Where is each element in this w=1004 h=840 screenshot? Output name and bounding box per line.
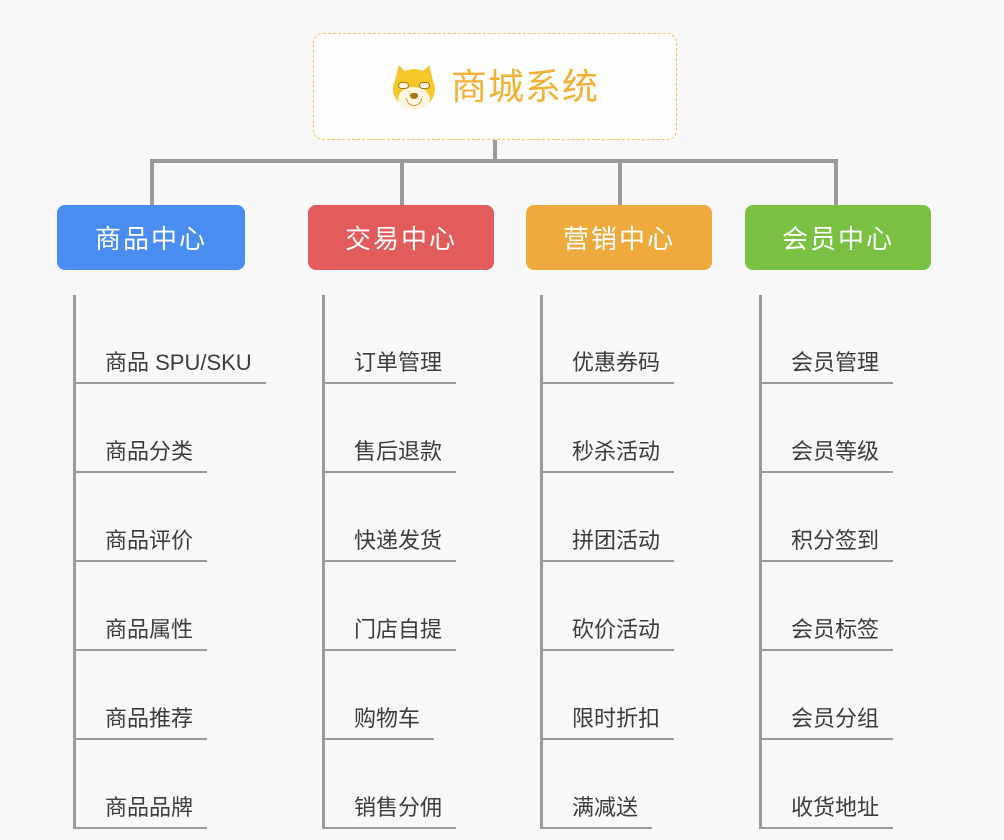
leaf-label: 商品 SPU/SKU	[76, 350, 266, 384]
leaf-label: 售后退款	[325, 439, 457, 473]
list-item[interactable]: 满减送	[543, 740, 712, 829]
leaf-list-3: 优惠券码 秒杀活动 拼团活动 砍价活动 限时折扣 满减送	[540, 295, 712, 829]
root-node[interactable]: 商城系统	[313, 33, 677, 140]
list-item[interactable]: 会员管理	[762, 295, 931, 384]
list-item[interactable]: 销售分佣	[325, 740, 494, 829]
list-item[interactable]: 砍价活动	[543, 562, 712, 651]
leaf-label: 商品推荐	[76, 706, 208, 740]
list-item[interactable]: 限时折扣	[543, 651, 712, 740]
leaf-label: 收货地址	[762, 795, 894, 829]
leaf-label: 限时折扣	[543, 706, 675, 740]
list-item[interactable]: 秒杀活动	[543, 384, 712, 473]
dog-head-icon	[392, 68, 435, 109]
connector-drop-2	[400, 161, 404, 205]
category-header-2[interactable]: 交易中心	[308, 205, 494, 270]
category-header-3[interactable]: 营销中心	[526, 205, 712, 270]
connector-horizontal-bus	[150, 159, 838, 163]
list-item[interactable]: 商品评价	[76, 473, 266, 562]
dog-eye-left-icon	[397, 81, 409, 89]
leaf-label: 商品评价	[76, 528, 208, 562]
list-item[interactable]: 门店自提	[325, 562, 494, 651]
dog-face-icon	[390, 62, 438, 110]
branch-column-3: 营销中心 优惠券码 秒杀活动 拼团活动 砍价活动 限时折扣 满减送	[526, 205, 712, 829]
leaf-label: 秒杀活动	[543, 439, 675, 473]
leaf-label: 商品分类	[76, 439, 208, 473]
list-item[interactable]: 商品属性	[76, 562, 266, 651]
connector-root-stem	[493, 140, 497, 161]
leaf-label: 积分签到	[762, 528, 894, 562]
leaf-label: 快递发货	[325, 528, 457, 562]
dog-nose-icon	[409, 92, 418, 99]
category-header-1[interactable]: 商品中心	[57, 205, 245, 270]
list-item[interactable]: 积分签到	[762, 473, 931, 562]
list-item[interactable]: 快递发货	[325, 473, 494, 562]
leaf-label: 会员标签	[762, 617, 894, 651]
list-item[interactable]: 商品推荐	[76, 651, 266, 740]
root-title: 商城系统	[450, 65, 599, 107]
leaf-label: 销售分佣	[325, 795, 457, 829]
leaf-label: 会员管理	[762, 350, 894, 384]
leaf-label: 满减送	[543, 795, 653, 829]
leaf-list-4: 会员管理 会员等级 积分签到 会员标签 会员分组 收货地址	[759, 295, 931, 829]
list-item[interactable]: 售后退款	[325, 384, 494, 473]
leaf-label: 会员分组	[762, 706, 894, 740]
connector-drop-1	[150, 161, 154, 205]
list-item[interactable]: 会员标签	[762, 562, 931, 651]
branch-column-2: 交易中心 订单管理 售后退款 快递发货 门店自提 购物车 销售分佣	[308, 205, 494, 829]
leaf-label: 商品属性	[76, 617, 208, 651]
branch-column-4: 会员中心 会员管理 会员等级 积分签到 会员标签 会员分组 收货地址	[745, 205, 931, 829]
leaf-list-1: 商品 SPU/SKU 商品分类 商品评价 商品属性 商品推荐 商品品牌	[73, 295, 266, 829]
leaf-label: 门店自提	[325, 617, 457, 651]
connector-drop-4	[834, 161, 838, 205]
list-item[interactable]: 订单管理	[325, 295, 494, 384]
category-header-4[interactable]: 会员中心	[745, 205, 931, 270]
leaf-label: 砍价活动	[543, 617, 675, 651]
list-item[interactable]: 拼团活动	[543, 473, 712, 562]
leaf-label: 商品品牌	[76, 795, 208, 829]
list-item[interactable]: 优惠券码	[543, 295, 712, 384]
list-item[interactable]: 商品 SPU/SKU	[76, 295, 266, 384]
list-item[interactable]: 会员等级	[762, 384, 931, 473]
list-item[interactable]: 商品品牌	[76, 740, 266, 829]
leaf-list-2: 订单管理 售后退款 快递发货 门店自提 购物车 销售分佣	[322, 295, 494, 829]
list-item[interactable]: 收货地址	[762, 740, 931, 829]
leaf-label: 购物车	[325, 706, 435, 740]
list-item[interactable]: 会员分组	[762, 651, 931, 740]
leaf-label: 会员等级	[762, 439, 894, 473]
leaf-label: 拼团活动	[543, 528, 675, 562]
leaf-label: 优惠券码	[543, 350, 675, 384]
leaf-label: 订单管理	[325, 350, 457, 384]
list-item[interactable]: 购物车	[325, 651, 494, 740]
connector-drop-3	[618, 161, 622, 205]
list-item[interactable]: 商品分类	[76, 384, 266, 473]
branch-column-1: 商品中心 商品 SPU/SKU 商品分类 商品评价 商品属性 商品推荐 商品品牌	[57, 205, 266, 829]
dog-eye-right-icon	[418, 81, 430, 89]
